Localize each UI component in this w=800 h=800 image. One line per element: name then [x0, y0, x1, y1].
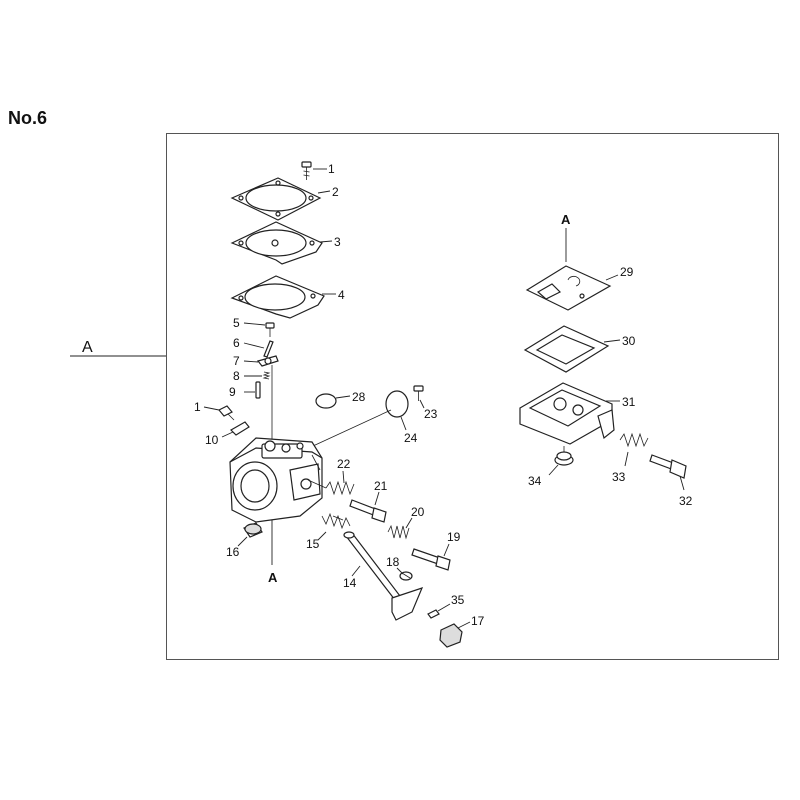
part-lever-7: [256, 355, 279, 367]
callout-3: 3: [334, 235, 341, 249]
reference-label-bottom: A: [268, 570, 278, 585]
part-screw-34: [554, 446, 574, 466]
callout-20: 20: [411, 505, 425, 519]
callout-30: 30: [622, 334, 636, 348]
callout-32: 32: [679, 494, 693, 508]
leader-21: [374, 491, 380, 506]
diagram-frame: [166, 133, 779, 660]
part-spring-8: [262, 371, 271, 380]
callout-28: 28: [352, 390, 366, 404]
part-diaphragm-3: [230, 221, 323, 265]
leader-15: [317, 531, 327, 541]
part-disc-28: [315, 393, 337, 409]
part-screw-top: [301, 161, 312, 180]
leader-3: [319, 240, 333, 243]
part-spring-15: [321, 512, 351, 530]
leader-29: [605, 274, 619, 281]
callout-4: 4: [338, 288, 345, 302]
callout-14: 16: [226, 545, 240, 559]
callout-31: 31: [622, 395, 636, 409]
reference-label-top: A: [561, 212, 571, 227]
leader-5: [243, 322, 266, 326]
part-spring-22: [307, 479, 355, 496]
leader-18: [396, 567, 404, 575]
callout-8: 8: [233, 369, 240, 383]
callout-34: 34: [528, 474, 542, 488]
callout-6: 6: [233, 336, 240, 350]
part-clip-10: [230, 421, 250, 436]
part-pin-6: [263, 340, 274, 358]
callout-17: 17: [471, 614, 485, 628]
leader-2: [317, 190, 331, 194]
leader-33: [624, 451, 629, 467]
callout-24: 24: [404, 431, 418, 445]
leader-22: [342, 470, 345, 484]
callout-2: 2: [332, 185, 339, 199]
part-gasket-4: [230, 275, 325, 319]
callout-18: 18: [386, 555, 400, 569]
callout-23: 23: [424, 407, 438, 421]
reference-label-left: A: [82, 339, 93, 356]
part-nut-17: [439, 623, 463, 648]
part-spring-33: [619, 432, 649, 448]
callout-9: 9: [229, 385, 236, 399]
leader-1-left: [203, 406, 220, 411]
part-screw-21: [349, 499, 387, 523]
part-throttle-shaft-16: [343, 531, 424, 621]
callout-29: 29: [620, 265, 634, 279]
part-screw-19: [411, 548, 451, 571]
leader-35: [437, 603, 451, 612]
callout-5: 5: [233, 316, 240, 330]
leader-24: [400, 416, 407, 431]
part-pump-body-31: [519, 382, 615, 445]
part-carburetor-body: [229, 437, 323, 523]
leader-17: [457, 621, 471, 629]
callout-7: 7: [233, 354, 240, 368]
leader-7: [243, 360, 259, 363]
leader-16: [351, 565, 361, 577]
callout-21: 21: [374, 479, 388, 493]
part-screw-32: [649, 454, 687, 479]
part-gasket-30: [523, 325, 610, 373]
part-spring-20: [387, 524, 410, 540]
part-filter-24: [299, 390, 409, 453]
callout-33: 33: [612, 470, 626, 484]
leader-10: [221, 431, 234, 438]
page-title: No.6: [8, 108, 48, 128]
leader-30: [603, 339, 621, 343]
part-screw-23: [413, 385, 424, 401]
part-cap-14: [243, 522, 263, 538]
part-gasket-2: [230, 177, 322, 221]
callout-1-top: 1: [328, 162, 335, 176]
leader-23: [419, 399, 425, 409]
leader-6: [243, 342, 265, 349]
part-pin-35: [427, 609, 440, 619]
leader-19: [443, 543, 450, 557]
leader-14: [237, 536, 248, 547]
callout-10: 10: [205, 433, 219, 447]
part-screw-left: [218, 405, 235, 421]
callout-22: 22: [337, 457, 351, 471]
leader-32: [679, 475, 685, 491]
part-needle-9: [255, 381, 261, 399]
callout-35: 35: [451, 593, 465, 607]
callout-16: 14: [343, 576, 357, 590]
leader-34: [548, 464, 559, 476]
callout-1-left: 1: [194, 400, 201, 414]
part-gasket-29: [525, 265, 612, 311]
leader-28: [335, 395, 351, 399]
part-screw-5: [265, 322, 275, 337]
leader-20: [405, 517, 413, 529]
callout-15: 15: [306, 537, 320, 551]
callout-19: 19: [447, 530, 461, 544]
